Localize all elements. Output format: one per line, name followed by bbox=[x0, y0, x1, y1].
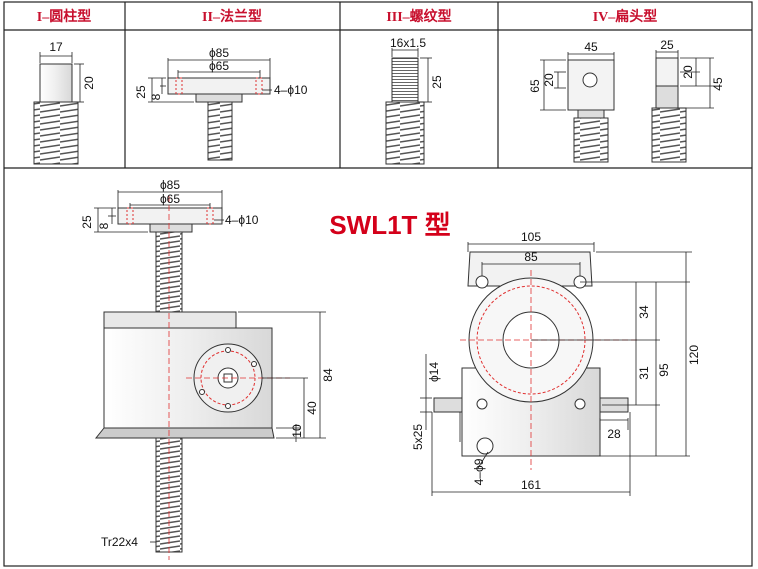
type3-thread-drawing: 16x1.5 25 bbox=[385, 36, 444, 165]
main-height-25: 25 bbox=[80, 215, 94, 229]
side-view: 105 85 34 31 95 120 ϕ14 5x25 28 4–ϕ9 161 bbox=[411, 230, 701, 496]
type4-flat-head-drawing: 45 65 20 25 20 45 bbox=[528, 38, 725, 163]
side-height-31: 31 bbox=[637, 366, 651, 380]
side-width-161: 161 bbox=[521, 478, 541, 492]
type4-height-65: 65 bbox=[528, 79, 542, 93]
side-width-105: 105 bbox=[521, 230, 541, 244]
side-width-85: 85 bbox=[524, 250, 538, 264]
main-diameter-65: ϕ65 bbox=[160, 192, 180, 206]
type1-width-label: 17 bbox=[49, 40, 63, 54]
main-height-40: 40 bbox=[305, 401, 319, 415]
side-key-label: 5x25 bbox=[411, 424, 425, 450]
side-holes-label: 4–ϕ9 bbox=[472, 458, 486, 485]
side-height-120: 120 bbox=[687, 345, 701, 365]
side-width-28: 28 bbox=[607, 427, 621, 441]
side-diameter-14: ϕ14 bbox=[427, 362, 441, 382]
type2-height-25: 25 bbox=[134, 85, 148, 99]
type2-flange-drawing: ϕ85 ϕ65 4–ϕ10 25 8 bbox=[134, 46, 308, 161]
type4-height-20: 20 bbox=[542, 73, 556, 87]
type1-cylinder-drawing: 17 20 bbox=[33, 40, 96, 165]
type1-height-label: 20 bbox=[82, 76, 96, 90]
type2-holes-label: 4–ϕ10 bbox=[274, 83, 308, 97]
model-title: SWL1T 型 bbox=[329, 210, 450, 240]
type2-diameter-65: ϕ65 bbox=[209, 59, 229, 73]
type3-thread-label: 16x1.5 bbox=[390, 36, 426, 50]
type4-width-25: 25 bbox=[660, 38, 674, 52]
header-cylinder-type: I–圆柱型 bbox=[37, 8, 91, 25]
main-height-84: 84 bbox=[321, 368, 335, 382]
main-screw-label: Tr22x4 bbox=[101, 535, 138, 549]
main-height-10: 10 bbox=[290, 424, 304, 438]
type2-height-8: 8 bbox=[149, 93, 163, 100]
side-height-34: 34 bbox=[637, 305, 651, 319]
main-height-8: 8 bbox=[97, 222, 111, 229]
main-front-view: ϕ85 ϕ65 4–ϕ10 25 8 84 40 10 Tr22x4 bbox=[80, 178, 335, 560]
header-flange-type: II–法兰型 bbox=[202, 8, 262, 25]
header-flat-head-type: IV–扁头型 bbox=[593, 8, 658, 25]
type3-height-label: 25 bbox=[430, 75, 444, 89]
side-height-95: 95 bbox=[657, 363, 671, 377]
type4-height-45: 45 bbox=[711, 77, 725, 91]
type4-height-20b: 20 bbox=[681, 65, 695, 79]
main-diameter-85: ϕ85 bbox=[160, 178, 180, 192]
type4-width-45: 45 bbox=[584, 40, 598, 54]
type2-diameter-85: ϕ85 bbox=[209, 46, 229, 60]
header-thread-type: III–螺纹型 bbox=[386, 8, 451, 25]
main-holes-label: 4–ϕ10 bbox=[225, 213, 259, 227]
table-frame bbox=[3, 1, 753, 567]
